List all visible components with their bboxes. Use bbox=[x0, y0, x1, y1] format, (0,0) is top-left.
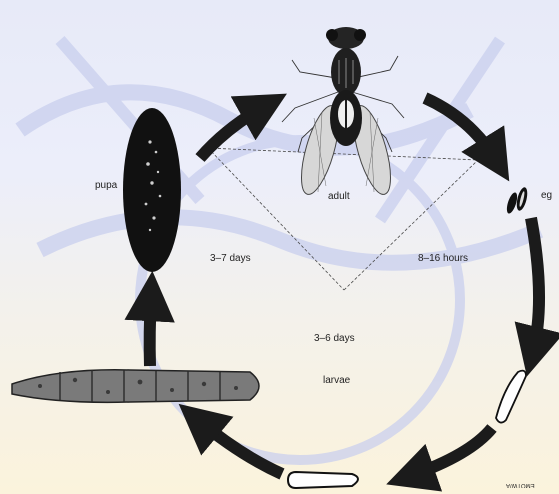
label-pupa: pupa bbox=[95, 180, 117, 191]
larva-medium-illustration bbox=[288, 472, 358, 488]
pupa-illustration bbox=[123, 108, 181, 272]
arrow-larva-to-pupa bbox=[150, 296, 151, 366]
label-adult: adult bbox=[328, 191, 350, 202]
larva-large-illustration bbox=[12, 370, 259, 403]
arrow-larva-to-larva bbox=[410, 428, 492, 476]
arrow-egg-to-larva bbox=[531, 218, 539, 352]
duration-pupa-to-adult: 3–7 days bbox=[210, 253, 251, 264]
egg-illustration bbox=[505, 186, 529, 214]
duration-larvae-to-pupa: 3–6 days bbox=[314, 333, 355, 344]
arrow-larva-to-larva-left bbox=[198, 420, 282, 474]
larva-small-illustration bbox=[496, 371, 526, 423]
adult-fly-illustration bbox=[282, 27, 404, 198]
credit-text: EMOTW/A bbox=[506, 482, 535, 488]
label-larvae: larvae bbox=[323, 375, 350, 386]
label-egg: eg bbox=[541, 190, 552, 201]
duration-egg-to-larvae: 8–16 hours bbox=[418, 253, 468, 264]
